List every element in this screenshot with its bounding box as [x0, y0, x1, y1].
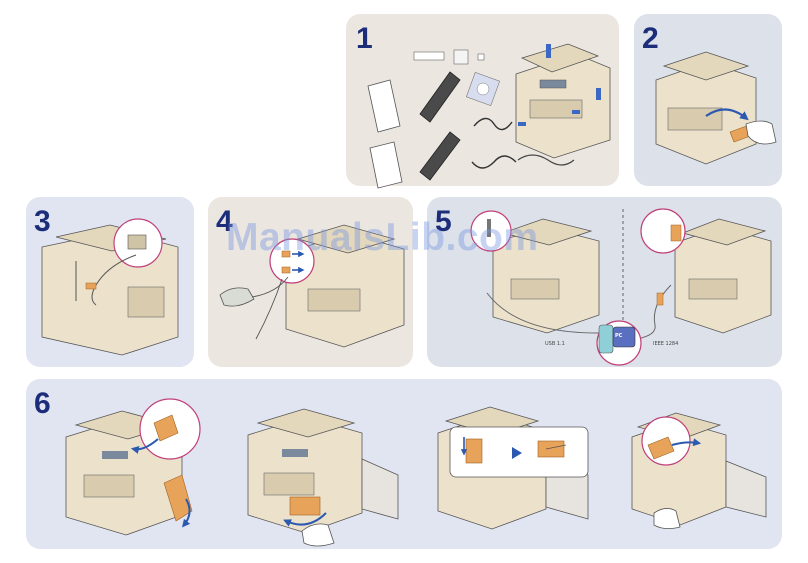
usb-label: USB 1.1 — [545, 341, 565, 347]
package-contents-illustration — [346, 14, 619, 186]
pc-label: PC — [615, 333, 622, 339]
step-6-panel: 6 — [26, 379, 782, 549]
step-3-panel: 3 — [26, 197, 194, 367]
connect-phone-line-illustration — [26, 197, 194, 367]
step-1-panel: 1 — [346, 14, 619, 186]
step-2-panel: 2 — [634, 14, 782, 186]
install-toner-illustration — [26, 379, 782, 549]
ieee-label: IEEE 1284 — [653, 341, 678, 347]
watermark: ManualsLib.com — [226, 216, 539, 260]
remove-tape-illustration — [634, 14, 782, 186]
